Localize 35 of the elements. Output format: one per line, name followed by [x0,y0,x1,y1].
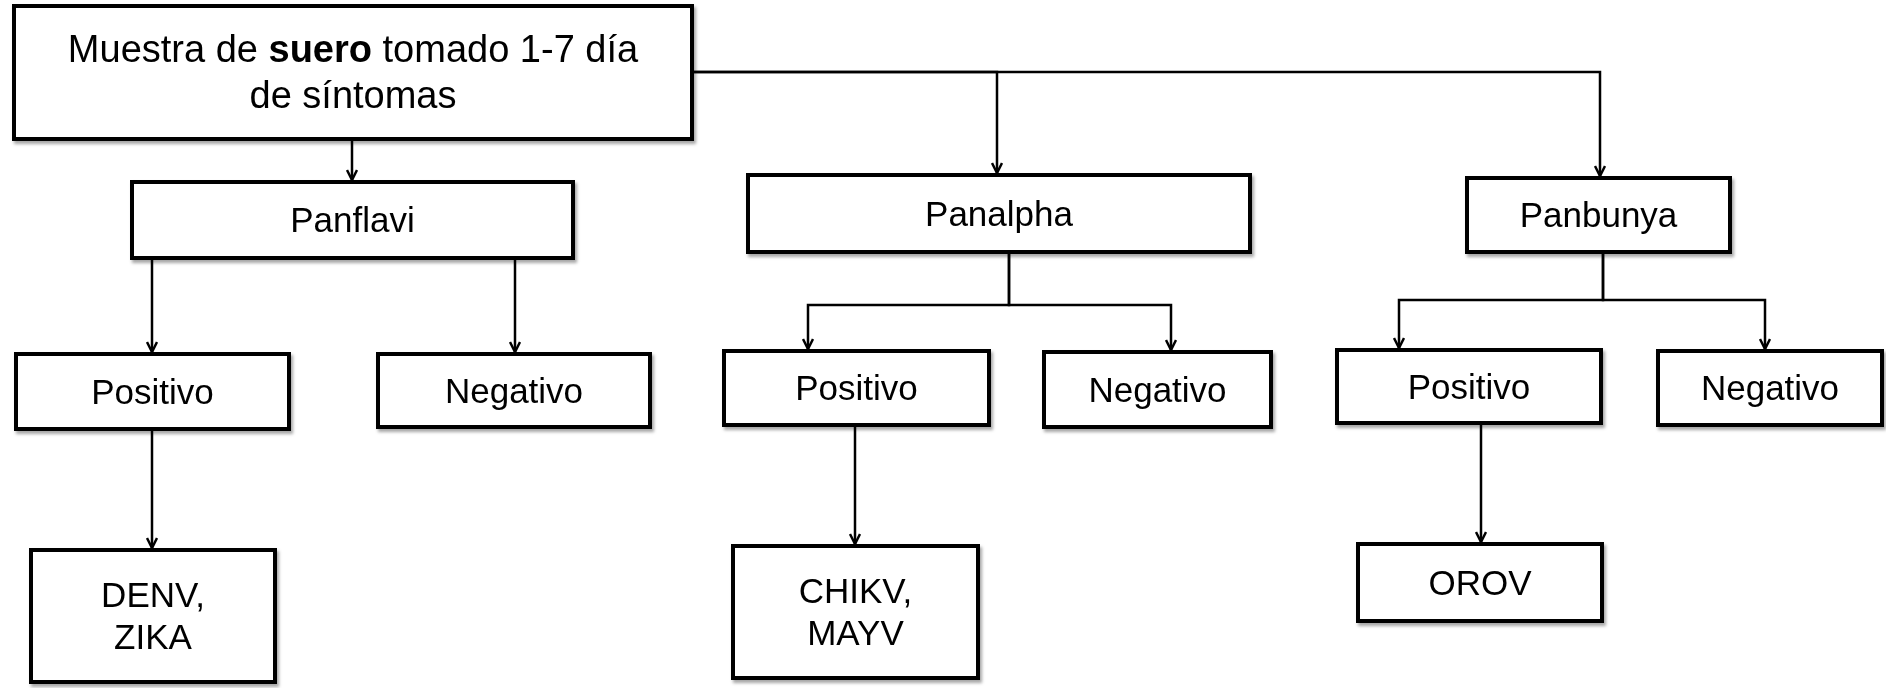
process-box [130,180,575,260]
node-text: OROV [1428,561,1532,604]
process-box [1335,348,1603,425]
process-box [1042,350,1273,429]
arrow [1474,425,1488,544]
arrow [848,427,862,546]
arrow [145,431,159,550]
node-text: CHIKV, MAYV [797,570,914,654]
process-box [376,352,652,429]
node-text: Negativo [1700,367,1840,409]
process-box [746,173,1252,254]
arrow [1007,254,1178,352]
process-box [1656,349,1884,427]
sample-box [12,4,694,141]
node-text: Muestra de suero tomado 1-7 día de síntomas [66,26,640,118]
arrow [694,70,1607,178]
node-text: Panflavi [290,199,415,241]
node-text: DENV, ZIKA [100,574,206,658]
arrow [508,260,522,354]
process-box [1465,176,1732,254]
node-text: Panbunya [1519,194,1678,236]
node-text: Panalpha [925,192,1073,235]
node-text: Positivo [1407,365,1531,408]
node-text: Negativo [1088,368,1227,411]
arrow [345,141,359,182]
process-box [29,548,277,684]
node-text: Positivo [795,367,918,409]
node-text: Negativo [444,369,584,412]
node-text: Positivo [91,370,214,413]
process-box [731,544,980,680]
process-box [722,349,991,427]
arrow [145,260,159,354]
process-box [1356,542,1604,623]
process-box [14,352,291,431]
arrow [1601,254,1772,351]
